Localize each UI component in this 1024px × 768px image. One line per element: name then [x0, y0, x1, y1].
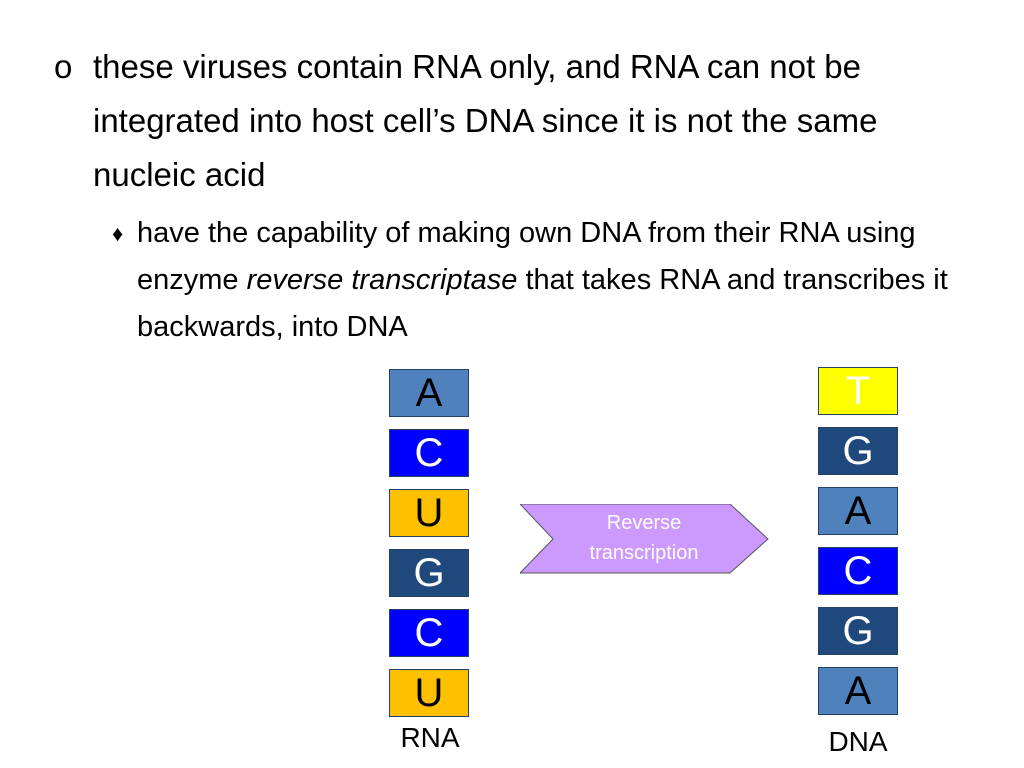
diamond-bullet-icon: ♦	[112, 221, 124, 246]
bullet-level1: o these viruses contain RNA only, and RN…	[54, 40, 984, 202]
dna-base: G	[818, 607, 898, 655]
bullet-level2: ♦ have the capability of making own DNA …	[112, 210, 972, 351]
rna-base: U	[389, 669, 469, 717]
rna-label: RNA	[400, 722, 460, 753]
dna-base: A	[818, 667, 898, 715]
reverse-transcription-arrow	[520, 504, 769, 574]
rna-base: C	[389, 429, 469, 477]
arrow-shape	[520, 504, 769, 574]
arrow-label-line2: transcription	[589, 542, 699, 564]
arrow-label-line1: Reverse	[606, 512, 682, 534]
dna-base: T	[818, 367, 898, 415]
rna-base: G	[389, 549, 469, 597]
dna-base: G	[818, 427, 898, 475]
dna-base: A	[818, 487, 898, 535]
bullet-marker: o	[54, 48, 73, 85]
dna-base: C	[818, 547, 898, 595]
bullet-text: these viruses contain RNA only, and RNA …	[93, 48, 878, 193]
sub-bullet-text-start: have the capability of making own DNA fr…	[137, 217, 916, 296]
rna-base: C	[389, 609, 469, 657]
enzyme-name: reverse transcriptase	[246, 264, 518, 296]
rna-base: A	[389, 369, 469, 417]
sub-bullet-text: have the capability of making own DNA fr…	[137, 210, 972, 351]
arrow-label: Reverse transcription	[558, 508, 730, 568]
sub-bullet-text-end: that takes RNA and transcribes it backwa…	[137, 264, 948, 343]
rna-base: U	[389, 489, 469, 537]
dna-label: DNA	[828, 726, 888, 757]
